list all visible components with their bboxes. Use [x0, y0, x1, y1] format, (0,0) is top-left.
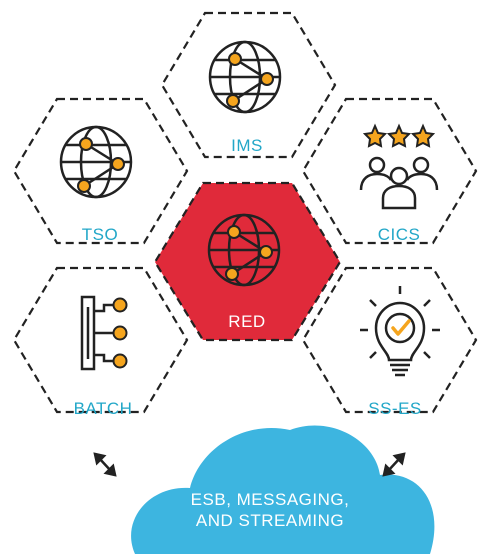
hex-label-sses: SS-ES — [368, 399, 422, 418]
users-stars-icon — [359, 123, 439, 210]
hex-ims — [160, 11, 337, 159]
hex-label-red: RED — [228, 312, 265, 331]
hex-tso — [12, 97, 189, 245]
hex-label-ims: IMS — [231, 136, 263, 155]
hex-label-tso: TSO — [82, 225, 118, 244]
cloud-shape — [131, 425, 435, 554]
globe-network-icon — [208, 40, 282, 114]
hex-red — [153, 181, 342, 342]
cloud-label-line1: ESB, MESSAGING, — [191, 490, 350, 509]
lightbulb-check-icon — [360, 286, 440, 377]
cloud-label-line2: AND STREAMING — [196, 511, 344, 530]
arrow-left-icon — [93, 452, 117, 477]
globe-network-icon — [59, 125, 133, 199]
hex-batch — [12, 266, 189, 414]
globe-network-icon — [207, 213, 281, 287]
hex-label-batch: BATCH — [74, 399, 133, 418]
arrow-right-icon — [382, 452, 406, 477]
hex-label-cics: CICS — [378, 225, 421, 244]
hex-sses — [301, 266, 478, 414]
tree-branch-icon — [80, 295, 128, 371]
hex-cics — [301, 97, 478, 245]
